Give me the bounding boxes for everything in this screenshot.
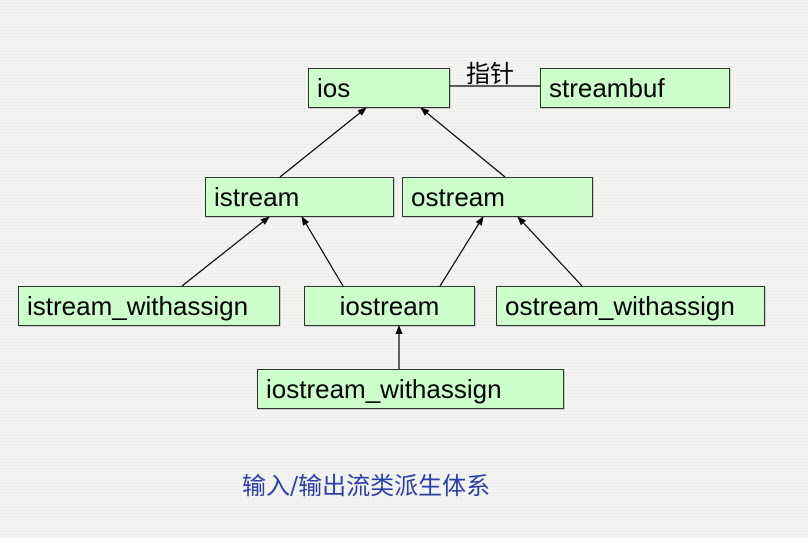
node-istream-withassign: istream_withassign: [18, 286, 280, 326]
node-iostream-withassign: iostream_withassign: [257, 369, 564, 409]
node-iostream: iostream: [304, 286, 475, 326]
node-istream: istream: [205, 177, 394, 217]
node-label-ostream: ostream: [411, 182, 505, 212]
node-ios: ios: [308, 68, 450, 108]
node-label-ostream-withassign: ostream_withassign: [505, 291, 735, 321]
edge-ostream-to-ios: [420, 107, 506, 178]
node-label-ios: ios: [317, 73, 351, 103]
diagram-caption: 输入/输出流类派生体系: [242, 472, 491, 500]
edge-istream-to-ios: [279, 107, 367, 178]
pointer-edge-label: 指针: [466, 60, 514, 88]
edge-istream-withassign-to-istream: [181, 216, 270, 287]
node-label-istream-withassign: istream_withassign: [27, 291, 249, 321]
node-ostream: ostream: [402, 177, 593, 217]
edge-ostream-withassign-to-ostream: [517, 216, 583, 287]
node-label-istream: istream: [214, 182, 300, 212]
node-label-iostream: iostream: [339, 291, 440, 321]
edge-iostream-to-istream: [301, 216, 344, 287]
node-streambuf: streambuf: [540, 68, 730, 108]
node-ostream-withassign: ostream_withassign: [496, 286, 765, 326]
node-label-streambuf: streambuf: [549, 73, 665, 103]
edge-iostream-to-ostream: [439, 216, 484, 287]
node-label-iostream-withassign: iostream_withassign: [266, 374, 502, 404]
